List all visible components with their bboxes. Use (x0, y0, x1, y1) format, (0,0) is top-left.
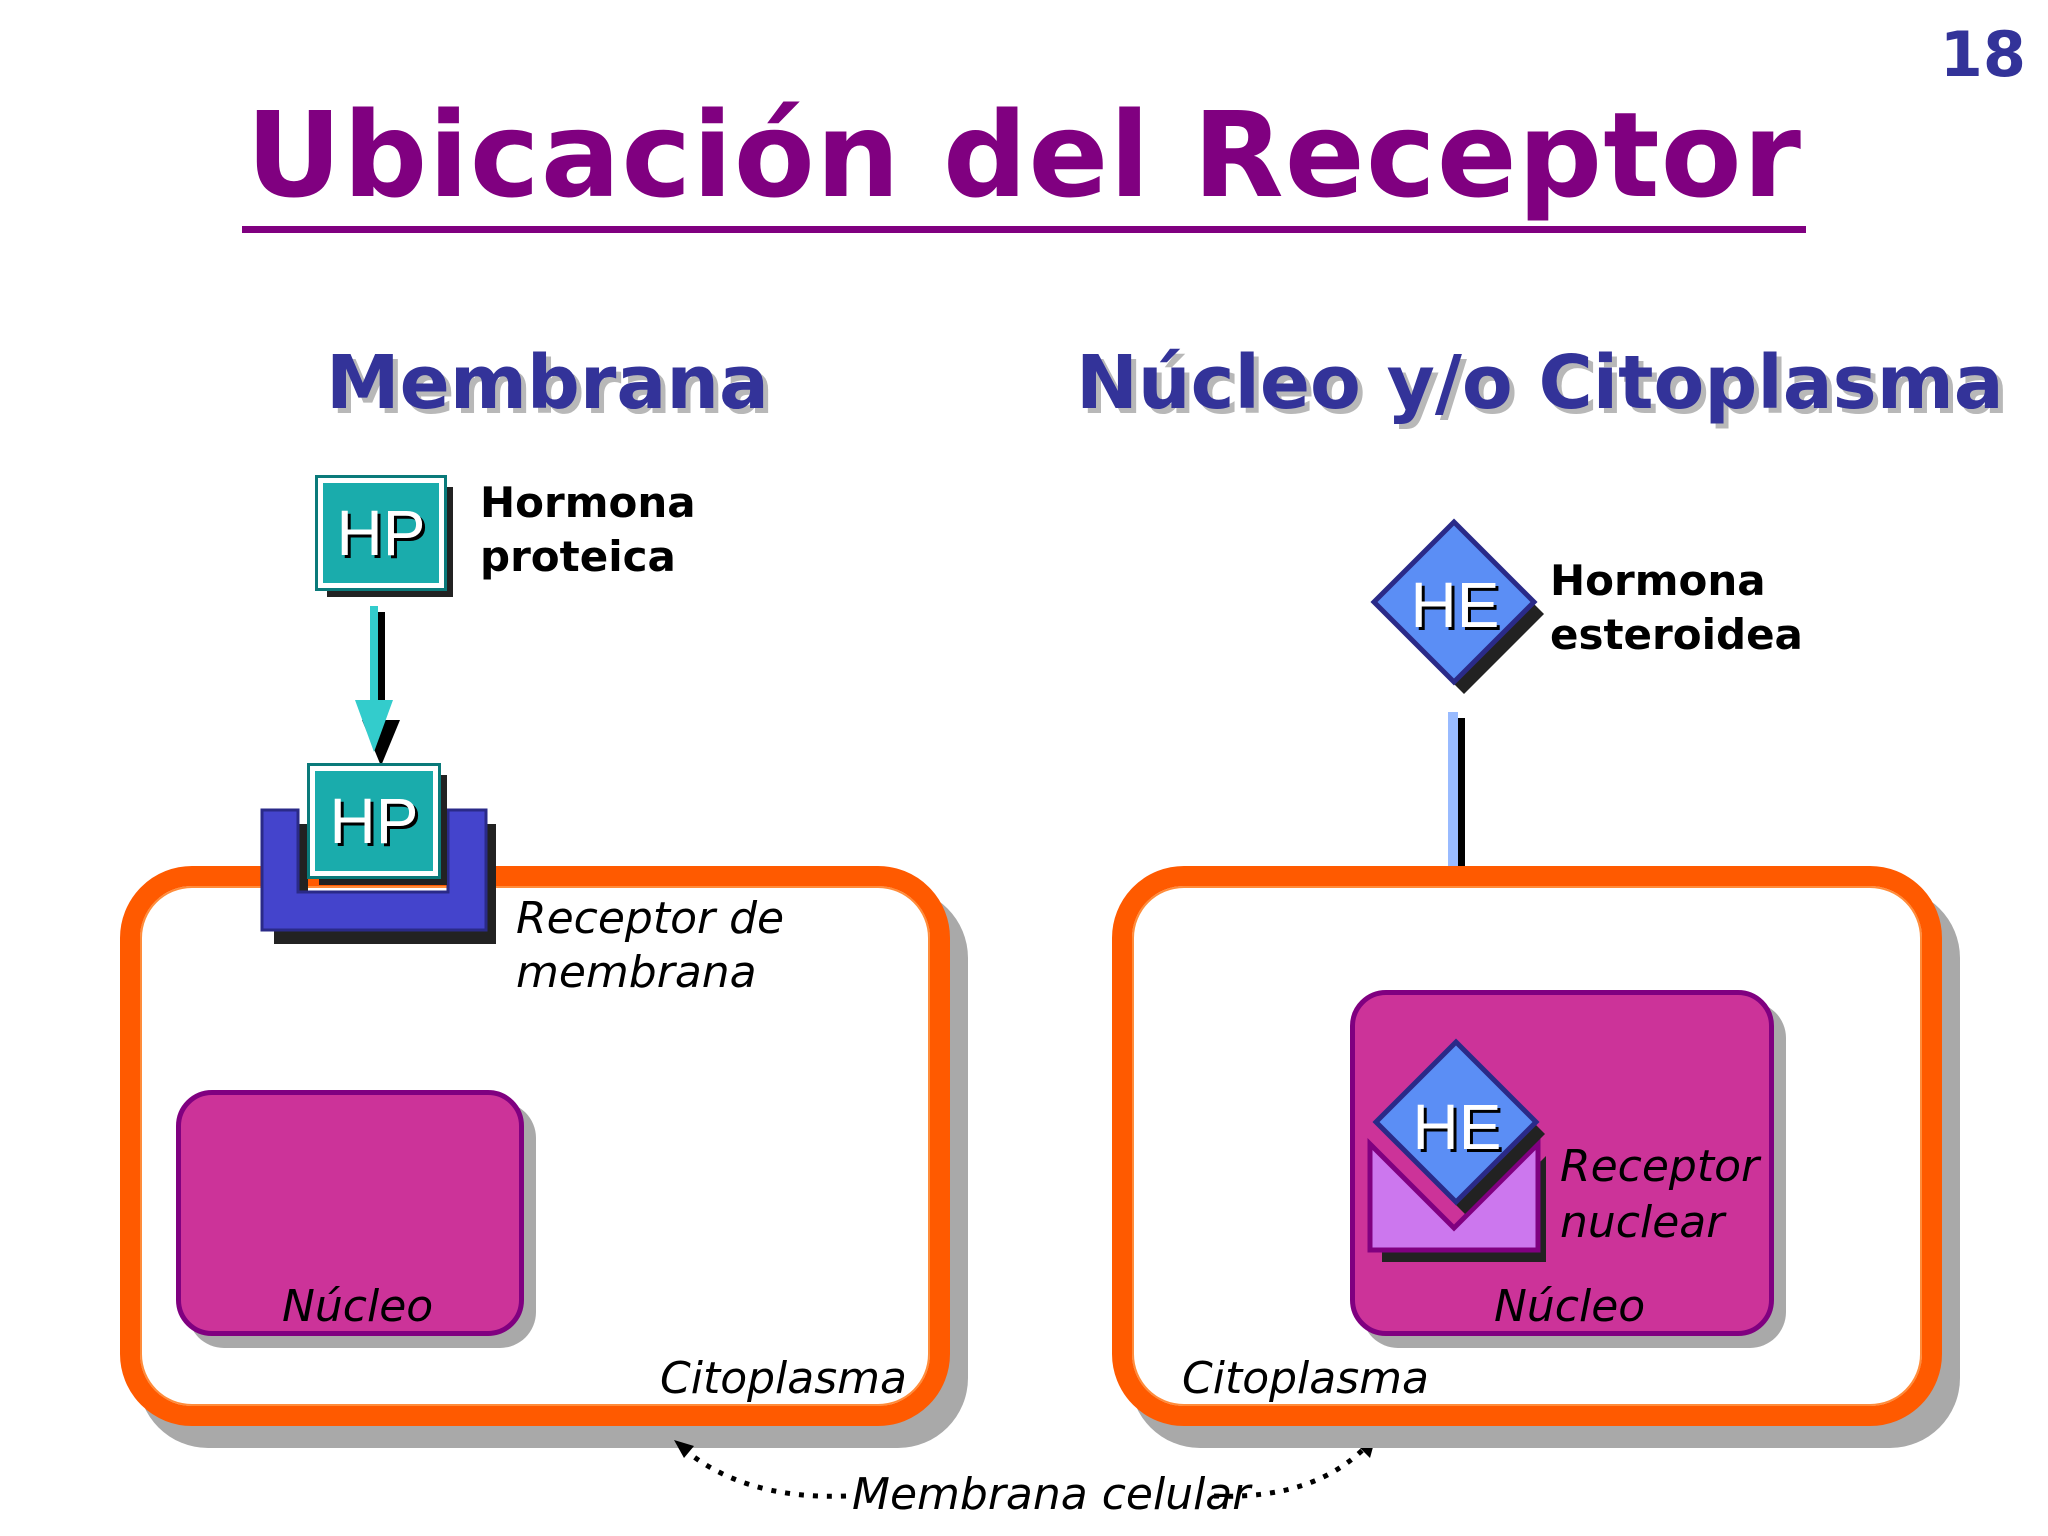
nuclear-receptor-label-1: Receptor (1560, 1141, 1760, 1192)
protein-hormone-label-1: Hormona (480, 478, 696, 527)
steroid-hormone-label-2: esteroidea (1550, 610, 1803, 659)
protein-hormone-icon: HP (315, 475, 447, 591)
nuclear-receptor-label-2: nuclear (1560, 1197, 1725, 1248)
membrane-label: Membrana celular (852, 1469, 1251, 1520)
bound-steroid-hormone-icon: HE (1412, 1091, 1502, 1163)
free-steroid-hormone-shape (1370, 518, 1544, 694)
protein-hormone-label-2: proteica (480, 532, 676, 581)
bound-protein-hormone-icon: HP (307, 763, 441, 879)
membrane-receptor-label-1: Receptor de (516, 893, 785, 944)
steroid-hormone-icon: HE (1410, 569, 1500, 641)
membrane-receptor-label-2: membrana (516, 947, 757, 998)
heading-membrana: Membrana (326, 340, 769, 426)
nucleus-label-left: Núcleo (282, 1281, 434, 1332)
cytoplasm-label-left: Citoplasma (660, 1353, 907, 1404)
heading-nucleo-citoplasma: Núcleo y/o Citoplasma (1076, 340, 2004, 426)
nucleus-left (176, 1090, 524, 1336)
membrane-receptor-shape (260, 808, 496, 944)
cytoplasm-label-right: Citoplasma (1182, 1353, 1429, 1404)
nucleus-label-right: Núcleo (1494, 1281, 1646, 1332)
slide-number: 18 (1939, 18, 2026, 91)
slide-title: Ubicación del Receptor (0, 86, 2048, 233)
slide-title-text: Ubicación del Receptor (242, 86, 1806, 233)
steroid-hormone-label-1: Hormona (1550, 556, 1766, 605)
bound-steroid-hormone-shape (1372, 1038, 1545, 1214)
arrow-protein-hormone (355, 606, 400, 766)
nuclear-receptor-shape (1367, 1137, 1546, 1262)
